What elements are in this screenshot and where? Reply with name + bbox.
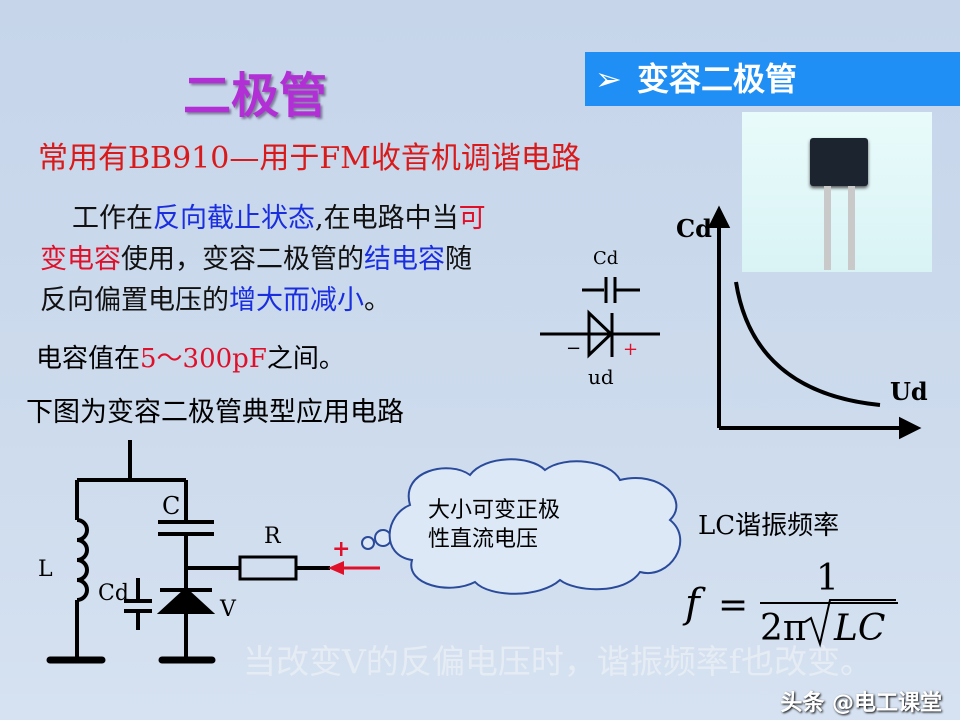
cloud-line-1: 大小可变正极 — [428, 498, 560, 523]
banner-label: 变容二极管 — [636, 60, 797, 98]
text: 使用，变容二极管的 — [121, 244, 364, 275]
text: ,在电路中当 — [315, 203, 459, 234]
paragraph-line-3: 反向偏置电压的增大而减小。 — [40, 278, 391, 317]
slide-title: 二极管 — [183, 68, 328, 124]
formula-denominator-LC: LC — [833, 608, 885, 649]
label-R: R — [264, 524, 282, 549]
highlight: 5～300pF — [140, 344, 267, 374]
varactor-symbol — [540, 277, 660, 359]
text: 。 — [364, 285, 391, 316]
label-V: V — [219, 597, 237, 622]
label-L: L — [38, 557, 53, 582]
formula-equals: = — [718, 585, 748, 626]
circuit-caption: 下图为变容二极管典型应用电路 — [26, 397, 404, 428]
varactor-photo — [742, 112, 932, 272]
text: 反向偏置电压的 — [40, 285, 229, 316]
symbol-plus: + — [623, 339, 638, 360]
inductor — [76, 518, 89, 602]
symbol-minus: − — [566, 338, 581, 359]
highlight: 变电容 — [40, 244, 121, 275]
text: 工作在 — [72, 203, 153, 234]
capacitance-range: 电容值在5～300pF之间。 — [36, 338, 345, 375]
capacitance-curve — [734, 281, 881, 407]
formula-f: f — [682, 581, 706, 627]
paragraph-line-2: 变电容使用，变容二极管的结电容随 — [40, 237, 472, 276]
text: 电容值在 — [36, 344, 141, 374]
bottom-note: 当改变V的反偏电压时，谐振频率f也改变。 — [243, 642, 874, 681]
formula-label: LC谐振频率 — [698, 511, 840, 541]
highlight: 可 — [458, 203, 486, 234]
symbol-cap-label: Cd — [593, 248, 618, 269]
subtitle: 常用有BB910—用于FM收音机调谐电路 — [38, 141, 581, 176]
paragraph-line-1: 工作在反向截止状态,在电路中当可 — [72, 196, 486, 235]
thought-cloud — [361, 458, 682, 595]
label-C: C — [162, 492, 180, 520]
highlight: 结电容 — [364, 244, 445, 275]
graph-y-label: Cd — [676, 214, 712, 243]
section-banner: ➢ 变容二极管 — [585, 52, 960, 106]
label-Cd: Cd — [98, 581, 129, 606]
arrow-bullet-icon: ➢ — [595, 60, 622, 98]
resonance-formula: f = 1 2π LC — [682, 558, 898, 649]
text: 之间。 — [266, 344, 345, 374]
cloud-line-2: 性直流电压 — [428, 527, 538, 552]
text: 随 — [445, 244, 472, 275]
label-plus: + — [332, 536, 350, 562]
symbol-voltage-label: ud — [588, 365, 614, 389]
watermark: 头条 @电工课堂 — [780, 691, 942, 716]
tuning-circuit — [46, 440, 330, 664]
formula-numerator: 1 — [816, 558, 839, 599]
graph-x-label: Ud — [890, 377, 928, 406]
highlight: 增大而减小 — [229, 285, 364, 316]
cd-ud-graph — [707, 205, 922, 440]
formula-denominator-2pi: 2π — [760, 608, 807, 649]
sqrt-icon — [804, 599, 896, 648]
highlight: 反向截止状态 — [153, 203, 315, 234]
